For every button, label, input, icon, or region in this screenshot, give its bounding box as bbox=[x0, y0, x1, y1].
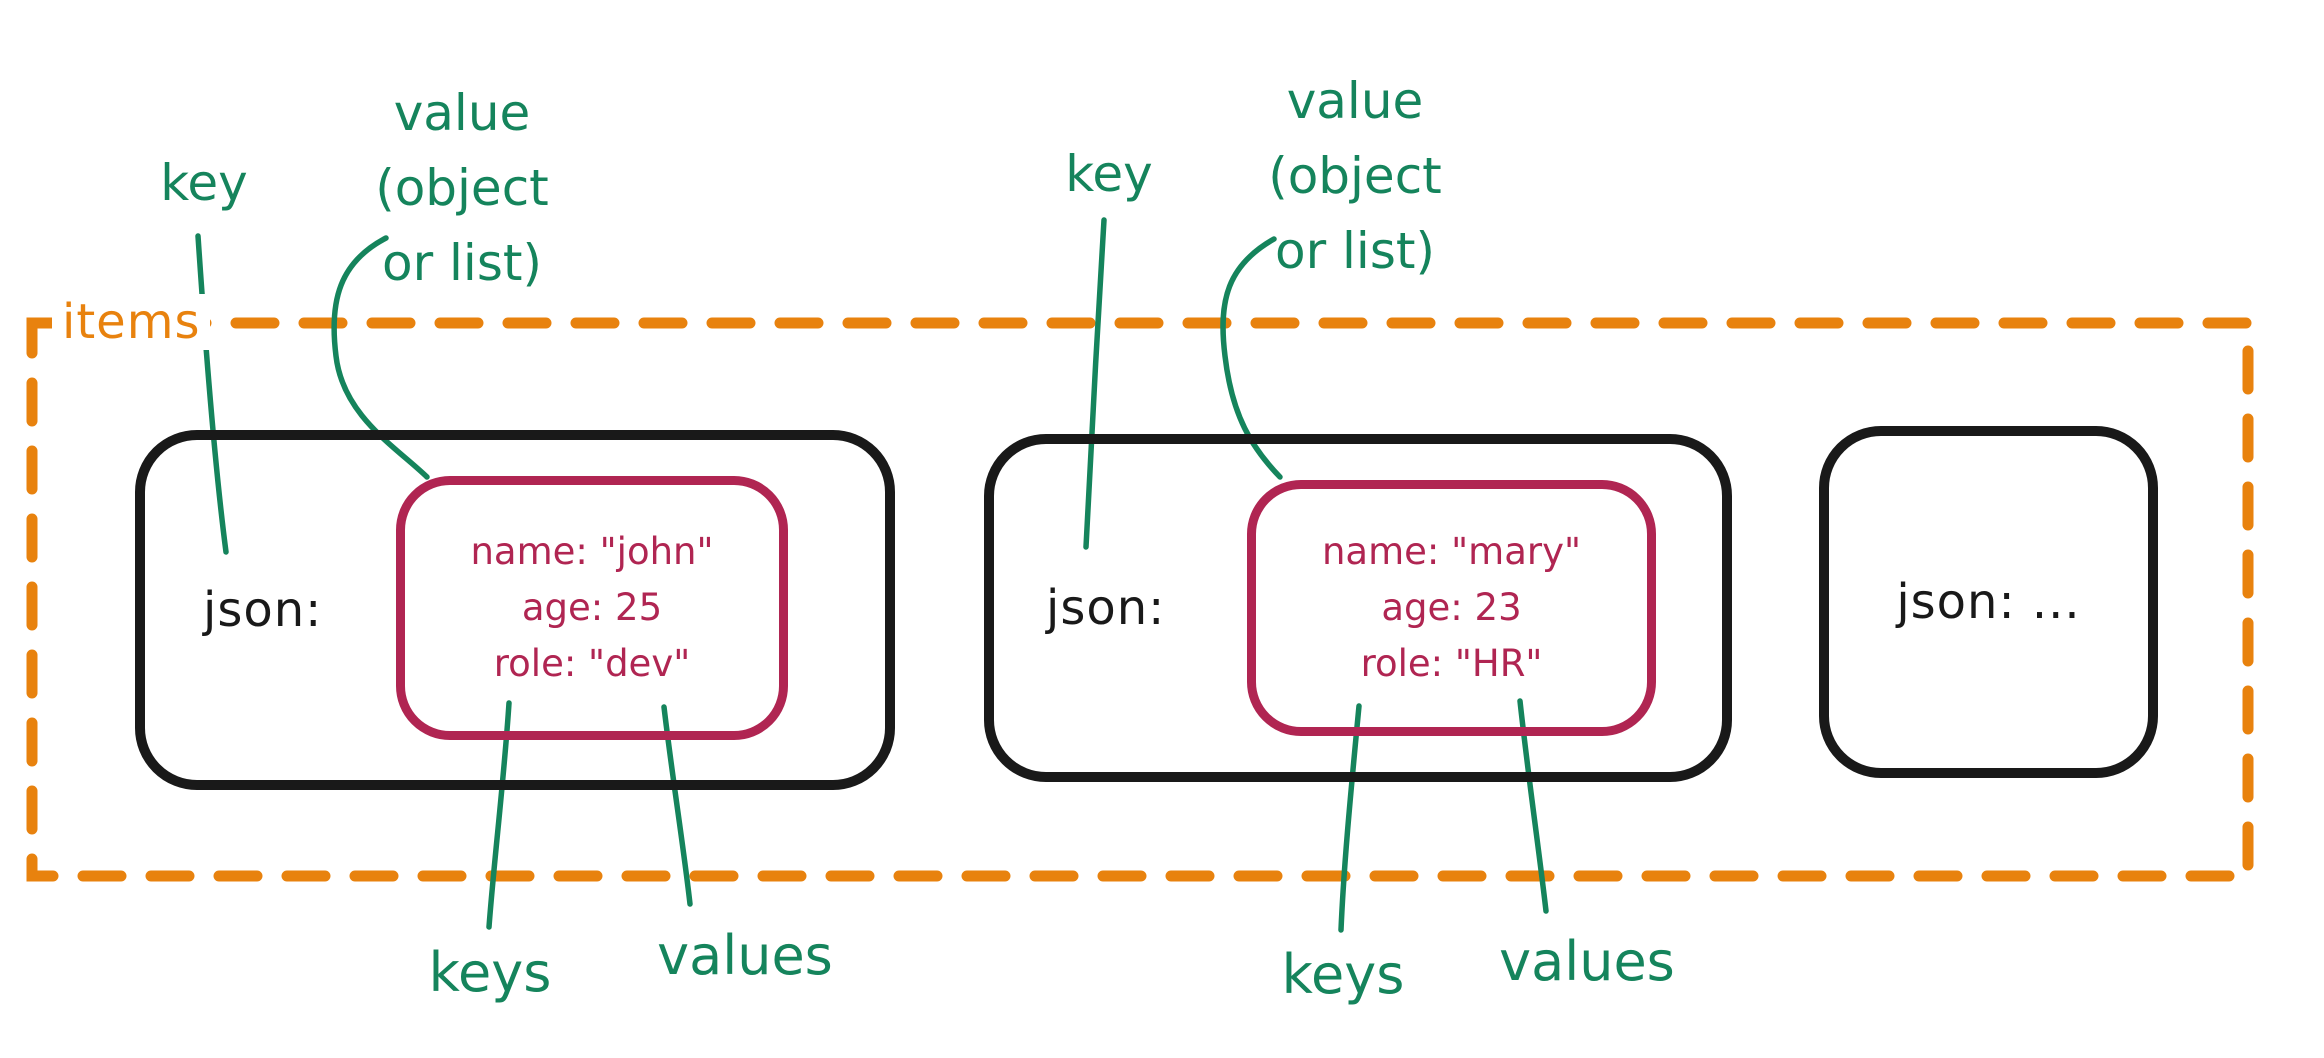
record-2-field-age: age: 23 bbox=[1381, 585, 1522, 629]
annotation-value-2-line2: (object bbox=[1268, 147, 1442, 205]
record-1-field-name: name: "john" bbox=[470, 529, 714, 573]
annotation-value-1-line2: (object bbox=[375, 159, 549, 217]
key2-connector-line bbox=[1083, 217, 1107, 550]
record-3-key-label: json: ... bbox=[1896, 574, 2081, 630]
record-box-1: json: bbox=[135, 430, 895, 790]
record-1-field-age: age: 25 bbox=[521, 585, 663, 629]
value2-connector-line bbox=[1220, 236, 1283, 480]
record-box-2: json: bbox=[984, 434, 1732, 782]
annotation-value-1-line1: value bbox=[393, 84, 531, 142]
record-box-3: json: ... bbox=[1819, 426, 2158, 778]
value1-connector-line bbox=[331, 235, 430, 480]
items-group-label: items bbox=[52, 294, 211, 350]
annotation-value-2-line3: or list) bbox=[1275, 222, 1435, 280]
key1-connector-line bbox=[195, 233, 229, 555]
record-2-key-label: json: bbox=[1046, 580, 1166, 636]
annotation-value-2-line1: value bbox=[1286, 72, 1424, 130]
annotation-value-1: value (object or list) bbox=[375, 76, 549, 301]
record-1-value-object: name: "john" age: 25 role: "dev" bbox=[396, 476, 788, 740]
annotation-key-1: key bbox=[160, 154, 248, 212]
annotation-keys-1: keys bbox=[428, 941, 552, 1004]
record-2-field-name: name: "mary" bbox=[1321, 529, 1582, 573]
annotation-value-2: value (object or list) bbox=[1268, 64, 1442, 289]
items-group-border bbox=[26, 317, 2254, 882]
record-1-field-role: role: "dev" bbox=[493, 642, 691, 686]
record-2-field-role: role: "HR" bbox=[1360, 642, 1543, 686]
annotation-value-1-line3: or list) bbox=[382, 234, 542, 292]
annotation-key-2: key bbox=[1065, 145, 1153, 203]
record-2-value-object: name: "mary" age: 23 role: "HR" bbox=[1247, 480, 1656, 736]
annotation-values-1: values bbox=[657, 924, 833, 987]
annotation-values-2: values bbox=[1499, 930, 1675, 993]
record-1-key-label: json: bbox=[203, 582, 323, 638]
annotation-keys-2: keys bbox=[1281, 943, 1405, 1006]
